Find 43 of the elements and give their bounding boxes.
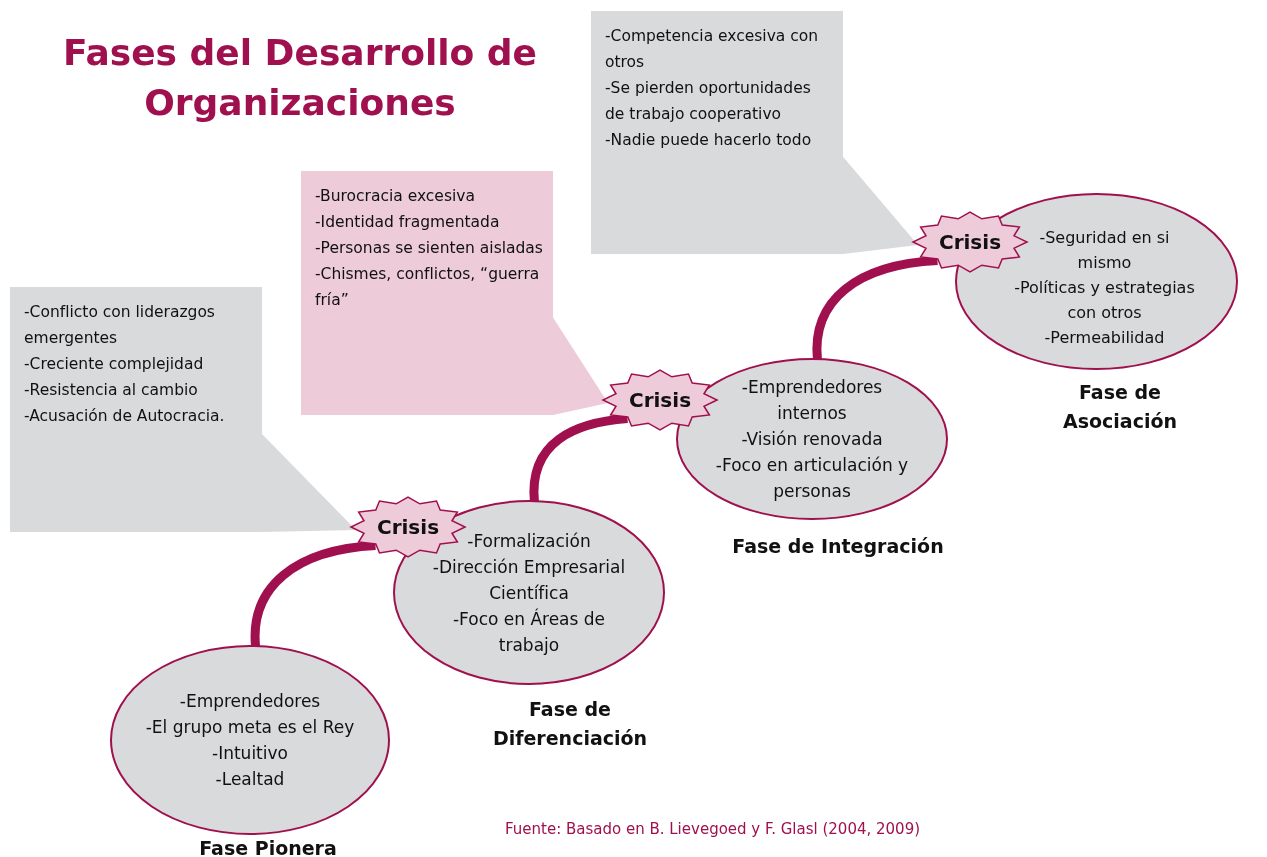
phase-name: Fase de Asociación [1062, 380, 1178, 434]
crisis-label: Crisis [938, 230, 1002, 254]
bullet-text: -Conflicto con liderazgos emergentes [24, 302, 216, 349]
bullet-text: -Nadie puede hacerlo todo [605, 130, 813, 151]
bullet-text: -Formalización [466, 529, 592, 553]
bullet-text: -Intuitivo [211, 742, 289, 765]
bullet-text: -Creciente complejidad [24, 354, 205, 375]
curved-connector [812, 256, 938, 361]
bullet-text: -Seguridad en si mismo [1038, 227, 1171, 274]
callout-box [591, 11, 843, 254]
bullet-text: -Dirección Empresarial Científica [431, 555, 627, 605]
bullet-text: -Foco en articulación y personas [714, 454, 910, 503]
callout-box [10, 287, 262, 532]
bullet-text: -Personas se sienten aisladas [315, 238, 543, 259]
bullet-text: -Permeabilidad [1043, 327, 1166, 349]
bullet-text: -Se pierden oportunidades de trabajo cooperativo [605, 78, 812, 125]
bullet-text: -Burocracia excesiva [315, 186, 476, 207]
bullet-text: -Chismes, conflictos, “guerra fría” [315, 264, 541, 311]
callout-box [301, 171, 553, 415]
phase-ellipse [110, 645, 390, 835]
crisis-label: Crisis [376, 515, 440, 539]
phase-name: Fase de Integración [731, 534, 945, 559]
bullet-text: -Políticas y estrategias con otros [1013, 277, 1196, 324]
bullet-text: -Competencia excesiva con otros [605, 26, 820, 73]
bullet-text: -El grupo meta es el Rey [144, 716, 356, 739]
callout-pointer [262, 434, 356, 532]
bullet-text: -Acusación de Autocracia. [24, 406, 226, 427]
bullet-text: -Emprendedores [178, 690, 322, 713]
phase-name: Fase Pionera [198, 836, 338, 857]
source-note: Fuente: Basado en B. Lievegoed y F. Glasl (2004, 2009) [505, 820, 921, 838]
callout-pointer [843, 156, 918, 254]
callout-pointer [553, 317, 608, 415]
bullet-text: -Visión renovada [740, 428, 884, 451]
phase-name: Fase de Diferenciación [491, 697, 649, 751]
bullet-text: -Resistencia al cambio [24, 380, 199, 401]
bullet-text: -Foco en Áreas de trabajo [451, 607, 607, 657]
bullet-text: -Identidad fragmentada [315, 212, 501, 233]
bullet-text: -Lealtad [214, 768, 286, 791]
crisis-label: Crisis [628, 388, 692, 412]
curved-connector [529, 414, 628, 503]
bullet-text: -Emprendedores internos [740, 376, 884, 425]
curved-connector [250, 541, 376, 648]
title: Fases del Desarrollo de Organizaciones [62, 31, 538, 125]
